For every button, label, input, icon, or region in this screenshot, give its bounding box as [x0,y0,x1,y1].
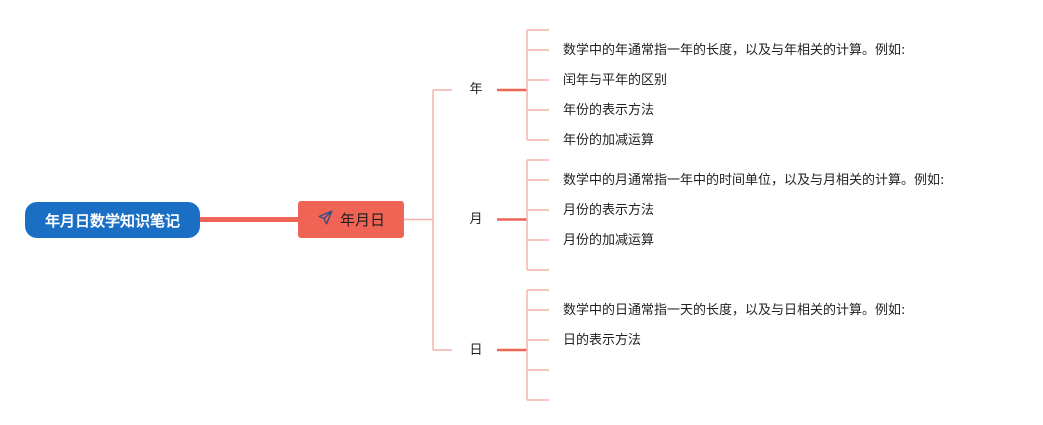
leaf-day-definition[interactable]: 数学中的日通常指一天的长度，以及与日相关的计算。例如: [563,303,906,318]
branch-day[interactable]: 日 [469,343,483,358]
branch-year[interactable]: 年 [469,82,483,97]
main-branch-connectors [404,89,452,351]
paper-plane-icon [317,209,334,230]
leaf-year-notation[interactable]: 年份的表示方法 [563,103,655,118]
root-topic-label: 年月日数学知识笔记 [44,211,180,230]
branch-underlines [497,88,527,352]
leaf-brackets [526,29,549,401]
leaf-month-arithmetic[interactable]: 月份的加减运算 [563,233,655,248]
leaf-month-notation[interactable]: 月份的表示方法 [563,203,655,218]
main-topic[interactable]: 年月日 [298,201,404,238]
leaf-year-arithmetic[interactable]: 年份的加减运算 [563,133,655,148]
leaf-day-notation[interactable]: 日的表示方法 [563,333,642,348]
branch-month[interactable]: 月 [469,212,483,227]
leaf-year-leap[interactable]: 闰年与平年的区别 [563,73,668,88]
leaf-month-definition[interactable]: 数学中的月通常指一年中的时间单位，以及与月相关的计算。例如: [563,173,945,188]
main-topic-label: 年月日 [339,211,385,229]
root-topic[interactable]: 年月日数学知识笔记 [25,202,200,238]
leaf-year-definition[interactable]: 数学中的年通常指一年的长度，以及与年相关的计算。例如: [563,43,906,58]
